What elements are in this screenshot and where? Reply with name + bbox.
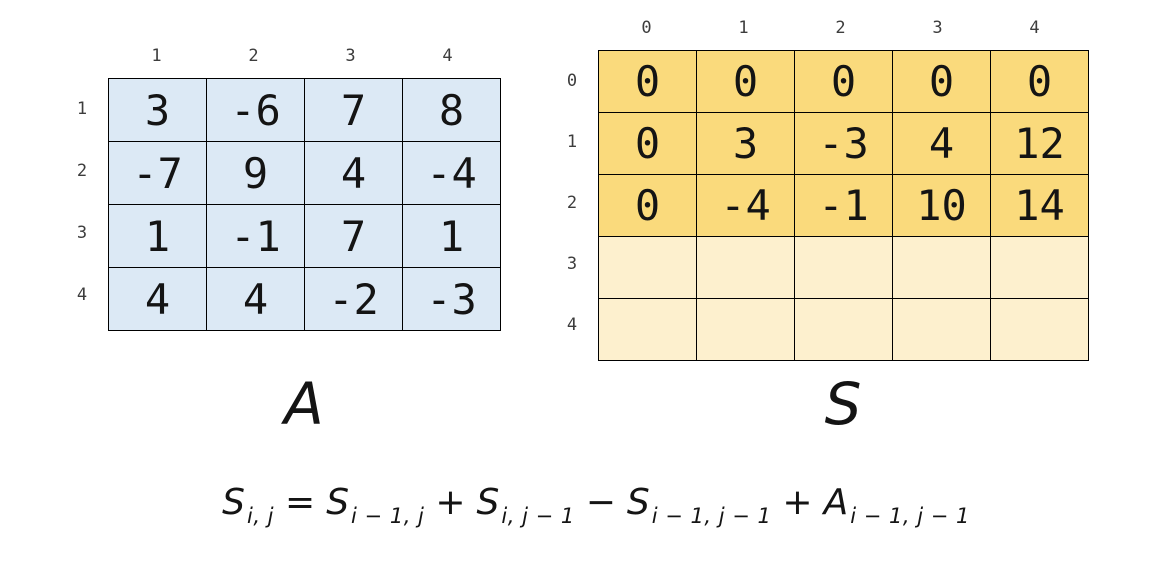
matrix-cell (892, 298, 991, 361)
row-header-label: 4 (76, 285, 88, 305)
formula-term-subscript: i, j (246, 504, 275, 528)
row-header-label: 2 (76, 161, 88, 181)
matrix-cell: 0 (794, 50, 893, 113)
matrix-s-column-headers: 0 1 2 3 4 (598, 18, 1083, 38)
column-header-label: 0 (641, 18, 652, 38)
row-header-label: 0 (566, 70, 578, 91)
row-header-label: 3 (76, 223, 88, 243)
matrix-cell (990, 298, 1089, 361)
matrix-row (598, 236, 1089, 299)
matrix-a-title: A (284, 370, 324, 438)
matrix-a-row-headers: 1 2 3 4 (68, 78, 96, 326)
row-header-label: 4 (566, 314, 578, 335)
formula-term-subscript: i, j − 1 (501, 504, 575, 528)
matrix-row: 3 -6 7 8 (108, 78, 501, 142)
matrix-cell (990, 236, 1089, 299)
matrix-cell (794, 236, 893, 299)
column-header-label: 2 (248, 46, 259, 66)
row-header-label: 1 (566, 131, 578, 152)
matrix-a: 3 -6 7 8 -7 9 4 -4 1 -1 7 1 4 4 -2 -3 (108, 78, 501, 331)
matrix-s-title: S (824, 370, 862, 438)
matrix-cell: 9 (206, 141, 305, 205)
matrix-cell (696, 298, 795, 361)
formula-term-subscript: i − 1, j − 1 (850, 504, 970, 528)
matrix-cell: -6 (206, 78, 305, 142)
matrix-cell: -3 (794, 112, 893, 175)
formula-term-base: A (823, 482, 849, 523)
matrix-row (598, 298, 1089, 361)
formula-term-base: S (326, 482, 350, 523)
column-header-label: 4 (1029, 18, 1040, 38)
matrix-s-row-headers: 0 1 2 3 4 (558, 50, 586, 355)
matrix-cell: 12 (990, 112, 1089, 175)
matrix-cell: 3 (696, 112, 795, 175)
matrix-cell: 0 (990, 50, 1089, 113)
matrix-cell (892, 236, 991, 299)
matrix-cell: -1 (794, 174, 893, 237)
matrix-cell (696, 236, 795, 299)
matrix-cell: 10 (892, 174, 991, 237)
matrix-cell (598, 236, 697, 299)
formula-term-base: S (626, 482, 650, 523)
formula-term: Si − 1, j − 1 (626, 482, 772, 528)
formula-operator: + (782, 482, 813, 523)
matrix-cell: 0 (892, 50, 991, 113)
formula-term: Si, j − 1 (476, 482, 575, 528)
matrix-cell: -2 (304, 267, 403, 331)
formula-term-base: S (476, 482, 500, 523)
column-header-label: 3 (932, 18, 943, 38)
formula-term-subscript: i − 1, j − 1 (651, 504, 772, 528)
matrix-cell: 4 (108, 267, 207, 331)
matrix-cell: -3 (402, 267, 501, 331)
formula-operator: − (585, 482, 616, 523)
matrix-cell: -7 (108, 141, 207, 205)
prefix-sum-formula: Si, j=Si − 1, j+Si, j − 1−Si − 1, j − 1+… (20, 482, 1152, 528)
formula-term-base: S (222, 482, 245, 523)
matrix-cell: 1 (108, 204, 207, 268)
matrix-cell: 8 (402, 78, 501, 142)
matrix-cell: 1 (402, 204, 501, 268)
matrix-cell: 7 (304, 78, 403, 142)
formula-term-subscript: i − 1, j (351, 504, 425, 528)
matrix-cell: 0 (696, 50, 795, 113)
column-header-label: 3 (345, 46, 356, 66)
matrix-a-column-headers: 1 2 3 4 (108, 46, 496, 66)
matrix-row: 4 4 -2 -3 (108, 267, 501, 331)
matrix-cell: -1 (206, 204, 305, 268)
matrix-cell: -4 (696, 174, 795, 237)
matrix-cell (598, 298, 697, 361)
column-header-label: 1 (151, 46, 162, 66)
matrix-cell: 14 (990, 174, 1089, 237)
matrix-cell: 0 (598, 174, 697, 237)
matrix-row: -7 9 4 -4 (108, 141, 501, 205)
matrix-cell: 4 (892, 112, 991, 175)
matrix-row: 0 3 -3 4 12 (598, 112, 1089, 175)
formula-operator: + (435, 482, 466, 523)
matrix-cell: 4 (304, 141, 403, 205)
column-header-label: 1 (738, 18, 749, 38)
column-header-label: 2 (835, 18, 846, 38)
row-header-label: 3 (566, 253, 578, 274)
matrix-cell: 4 (206, 267, 305, 331)
matrix-row: 1 -1 7 1 (108, 204, 501, 268)
formula-operator: = (285, 482, 316, 523)
matrix-cell: 3 (108, 78, 207, 142)
row-header-label: 1 (76, 99, 88, 119)
formula-term: Ai − 1, j − 1 (823, 482, 970, 528)
matrix-s: 0 0 0 0 0 0 3 -3 4 12 0 -4 -1 10 14 (598, 50, 1089, 361)
matrix-cell: 0 (598, 112, 697, 175)
formula-term: Si − 1, j (326, 482, 424, 528)
matrix-cell: -4 (402, 141, 501, 205)
formula-term: Si, j (222, 482, 274, 528)
row-header-label: 2 (566, 192, 578, 213)
matrix-cell: 7 (304, 204, 403, 268)
column-header-label: 4 (442, 46, 453, 66)
matrix-row: 0 -4 -1 10 14 (598, 174, 1089, 237)
matrix-cell: 0 (598, 50, 697, 113)
matrix-row: 0 0 0 0 0 (598, 50, 1089, 113)
matrix-cell (794, 298, 893, 361)
